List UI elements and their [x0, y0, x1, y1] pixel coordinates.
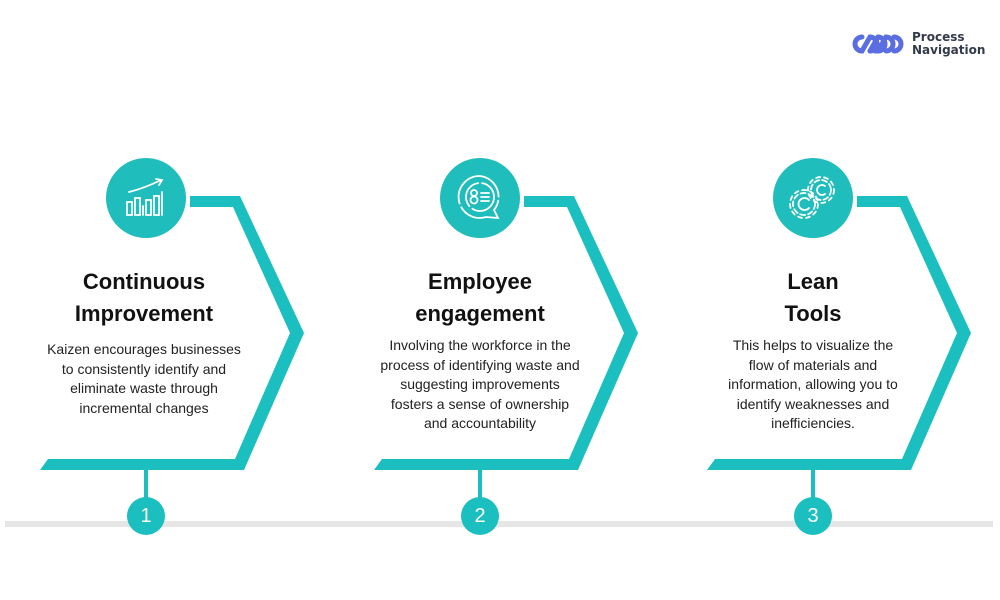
step-3-icon-circle — [773, 158, 853, 238]
step-1-number-badge: 1 — [127, 497, 165, 535]
step-2-title: Employee engagement — [365, 266, 595, 330]
step-1-title: Continuous Improvement — [29, 266, 259, 330]
step-1-number: 1 — [140, 504, 152, 527]
step-3-title: Lean Tools — [698, 266, 928, 330]
step-1-title-line-1: Continuous — [82, 269, 206, 294]
step-2-title-line-1: Employee — [428, 269, 532, 294]
step-3-content: Lean Tools This helps to visualize the f… — [698, 266, 928, 434]
growth-chart-icon — [126, 178, 164, 216]
step-3-description: This helps to visualize the flow of mate… — [728, 337, 898, 431]
brand-line-1: Process — [912, 30, 965, 44]
step-1-description: Kaizen encourages businesses to consiste… — [47, 341, 241, 416]
step-1-icon-circle — [106, 158, 186, 238]
step-2-number-badge: 2 — [461, 497, 499, 535]
chain-link-logo-icon — [852, 34, 904, 54]
timeline-line — [5, 521, 993, 527]
step-bracket-2 — [374, 196, 638, 500]
brand-logo: Process Navigation — [848, 31, 985, 57]
step-1-title-line-2: Improvement — [74, 301, 214, 326]
step-3-title-line-2: Tools — [784, 301, 842, 326]
step-2-number: 2 — [474, 504, 486, 527]
step-3-number-badge: 3 — [794, 497, 832, 535]
gears-icon — [789, 176, 835, 219]
step-2-icon-circle — [440, 158, 520, 238]
step-2-content: Employee engagement Involving the workfo… — [365, 266, 595, 434]
brand-line-2: Navigation — [912, 43, 986, 57]
step-bracket-3 — [707, 196, 971, 500]
step-bracket-1 — [40, 196, 304, 500]
chat-engagement-icon — [457, 175, 500, 220]
step-3-title-line-1: Lean — [787, 269, 839, 294]
brand-name: Process Navigation — [912, 31, 985, 57]
step-2-title-line-2: engagement — [415, 301, 545, 326]
step-2-description: Involving the workforce in the process o… — [380, 337, 580, 431]
step-3-number: 3 — [807, 504, 819, 527]
step-1-content: Continuous Improvement Kaizen encourages… — [29, 266, 259, 418]
